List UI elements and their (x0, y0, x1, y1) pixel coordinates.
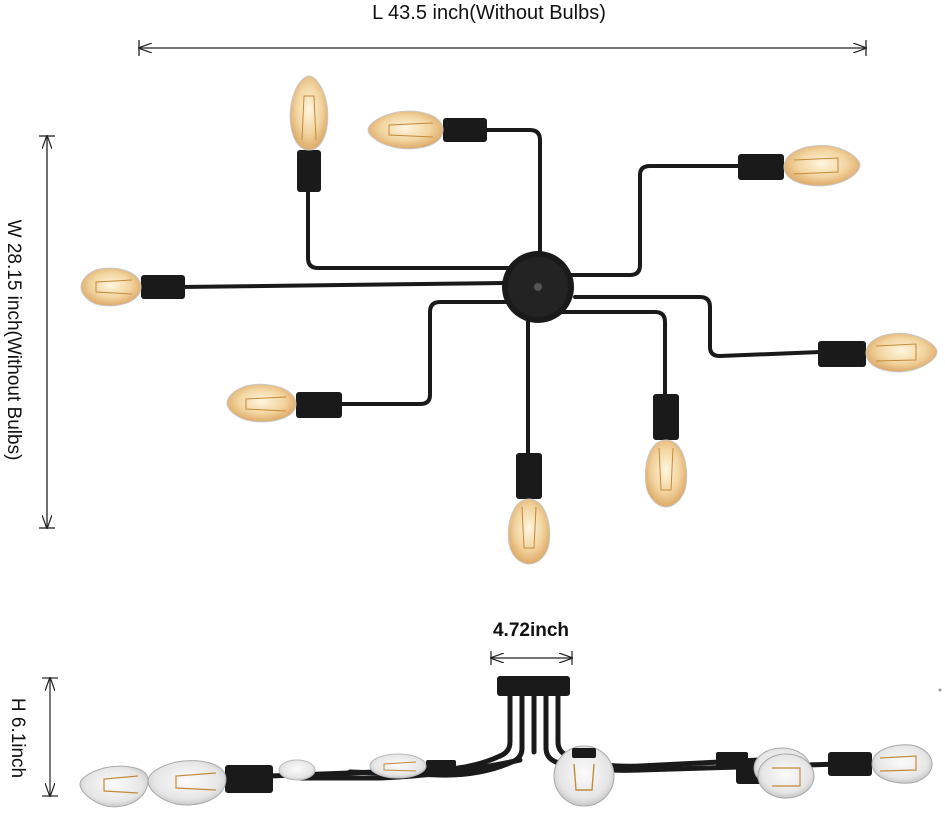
height-label: H 6.1inch (7, 698, 28, 778)
arm-lower-left (338, 300, 517, 406)
arm-upper-right (558, 164, 742, 277)
side-view (79, 676, 942, 808)
side-bulb-5 (553, 745, 615, 807)
arm-left (178, 281, 507, 289)
socket-bulb-lower-right (644, 394, 688, 508)
width-dimension: W 28.15 inch(Without Bulbs) (3, 136, 55, 528)
height-dimension: H 6.1inch (7, 678, 58, 796)
side-socket-5 (828, 752, 872, 776)
speck (938, 688, 942, 692)
width-label: W 28.15 inch(Without Bulbs) (3, 220, 24, 461)
socket-bulb-left (80, 267, 185, 307)
side-bulb-1 (79, 765, 149, 808)
socket-bulb-bottom (507, 453, 551, 565)
arm-top (483, 128, 542, 264)
socket-bulb-top (367, 110, 487, 150)
ceiling-canopy-side (497, 676, 570, 696)
downrods (497, 693, 571, 765)
arm-upper-left (306, 188, 522, 270)
side-bulb-3 (278, 759, 316, 781)
top-view (178, 128, 822, 457)
side-socket-1 (225, 765, 273, 793)
canopy-label: 4.72inch (493, 620, 569, 641)
side-bulb-4 (369, 753, 427, 779)
socket-bulb-upper-left (289, 75, 329, 192)
canopy-dimension: 4.72inch (491, 620, 572, 665)
arm-lower-right (558, 310, 667, 397)
length-label: L 43.5 inch(Without Bulbs) (372, 2, 606, 24)
arm-right (573, 295, 822, 358)
side-bulb-2 (147, 760, 227, 806)
side-bulb-7 (757, 753, 815, 799)
length-dimension: L 43.5 inch(Without Bulbs) (139, 2, 866, 56)
ceiling-canopy-top (502, 251, 574, 323)
side-bulb-8 (871, 744, 933, 784)
socket-bulb-right (818, 332, 938, 373)
socket-bulb-upper-right (738, 144, 861, 187)
socket-bulb-lower-left (226, 383, 342, 423)
side-socket-2 (426, 760, 456, 776)
